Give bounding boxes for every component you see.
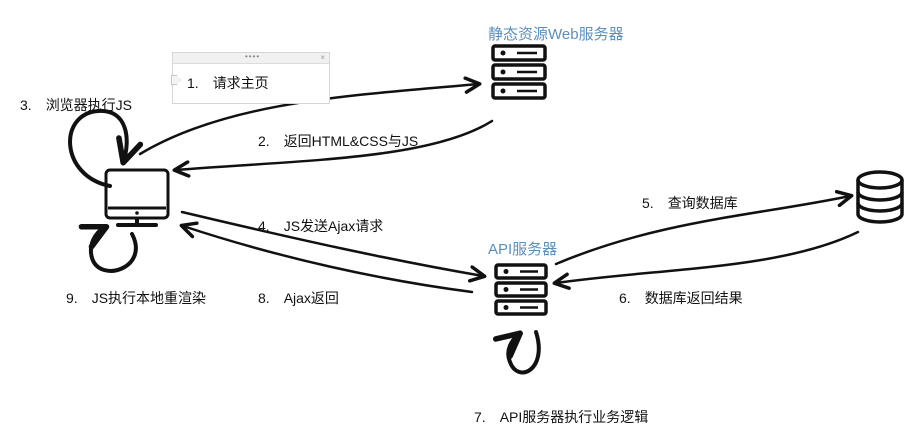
step-2-label: 2. 返回HTML&CSS与JS <box>258 131 418 151</box>
loop-browser-rerender <box>78 223 138 273</box>
step-8-label: 8. Ajax返回 <box>258 288 339 308</box>
step-3-label: 3. 浏览器执行JS <box>20 95 132 115</box>
monitor-icon <box>104 168 170 227</box>
step-4-label: 4. JS发送Ajax请求 <box>258 216 383 236</box>
step-text: JS发送Ajax请求 <box>283 218 384 234</box>
step-number: 4. <box>258 218 270 234</box>
step-text: Ajax返回 <box>283 290 339 306</box>
arrow-query-db <box>554 189 854 266</box>
step-9-label: 9. JS执行本地重渲染 <box>66 288 206 308</box>
loop-browser-exec <box>68 108 144 188</box>
static-server-title: 静态资源Web服务器 <box>488 23 624 44</box>
step-text: 查询数据库 <box>667 195 738 211</box>
step-text: 数据库返回结果 <box>644 290 743 306</box>
database-icon <box>856 170 904 224</box>
arrow-ajax-return <box>179 221 474 294</box>
static-server-title-text: 静态资源Web服务器 <box>488 26 624 43</box>
loop-api-logic <box>492 330 541 375</box>
step-number: 7. <box>474 409 486 425</box>
arrow-db-return <box>552 230 860 290</box>
api-server-title-text: API服务器 <box>488 241 558 258</box>
step-6-label: 6. 数据库返回结果 <box>619 288 743 308</box>
step-text: 浏览器执行JS <box>45 97 133 113</box>
arrow-ajax-request <box>180 210 487 283</box>
step-5-label: 5. 查询数据库 <box>642 193 738 213</box>
server-icon <box>491 44 547 100</box>
close-icon[interactable]: × <box>320 53 325 62</box>
step-number: 3. <box>20 97 32 113</box>
step-number: 1. <box>187 75 199 91</box>
step-number: 6. <box>619 290 631 306</box>
step-number: 2. <box>258 133 270 149</box>
drag-grip-icon[interactable]: •••• <box>245 52 261 61</box>
step-text: 请求主页 <box>212 75 269 91</box>
step-1-label: 1. 请求主页 <box>187 73 269 93</box>
step-number: 8. <box>258 290 270 306</box>
step-text: 返回HTML&CSS与JS <box>283 133 419 149</box>
step-text: API服务器执行业务逻辑 <box>499 409 649 425</box>
step-text: JS执行本地重渲染 <box>91 290 207 306</box>
api-server-title: API服务器 <box>488 238 557 259</box>
server-icon <box>494 263 548 316</box>
note-card[interactable]: •••• × 1. 请求主页 <box>171 52 330 104</box>
flag-icon <box>171 75 181 85</box>
arrow-return-assets <box>172 119 494 178</box>
step-7-label: 7. API服务器执行业务逻辑 <box>474 407 648 427</box>
note-title-bar[interactable]: •••• × <box>173 53 329 64</box>
step-number: 5. <box>642 195 654 211</box>
step-number: 9. <box>66 290 78 306</box>
